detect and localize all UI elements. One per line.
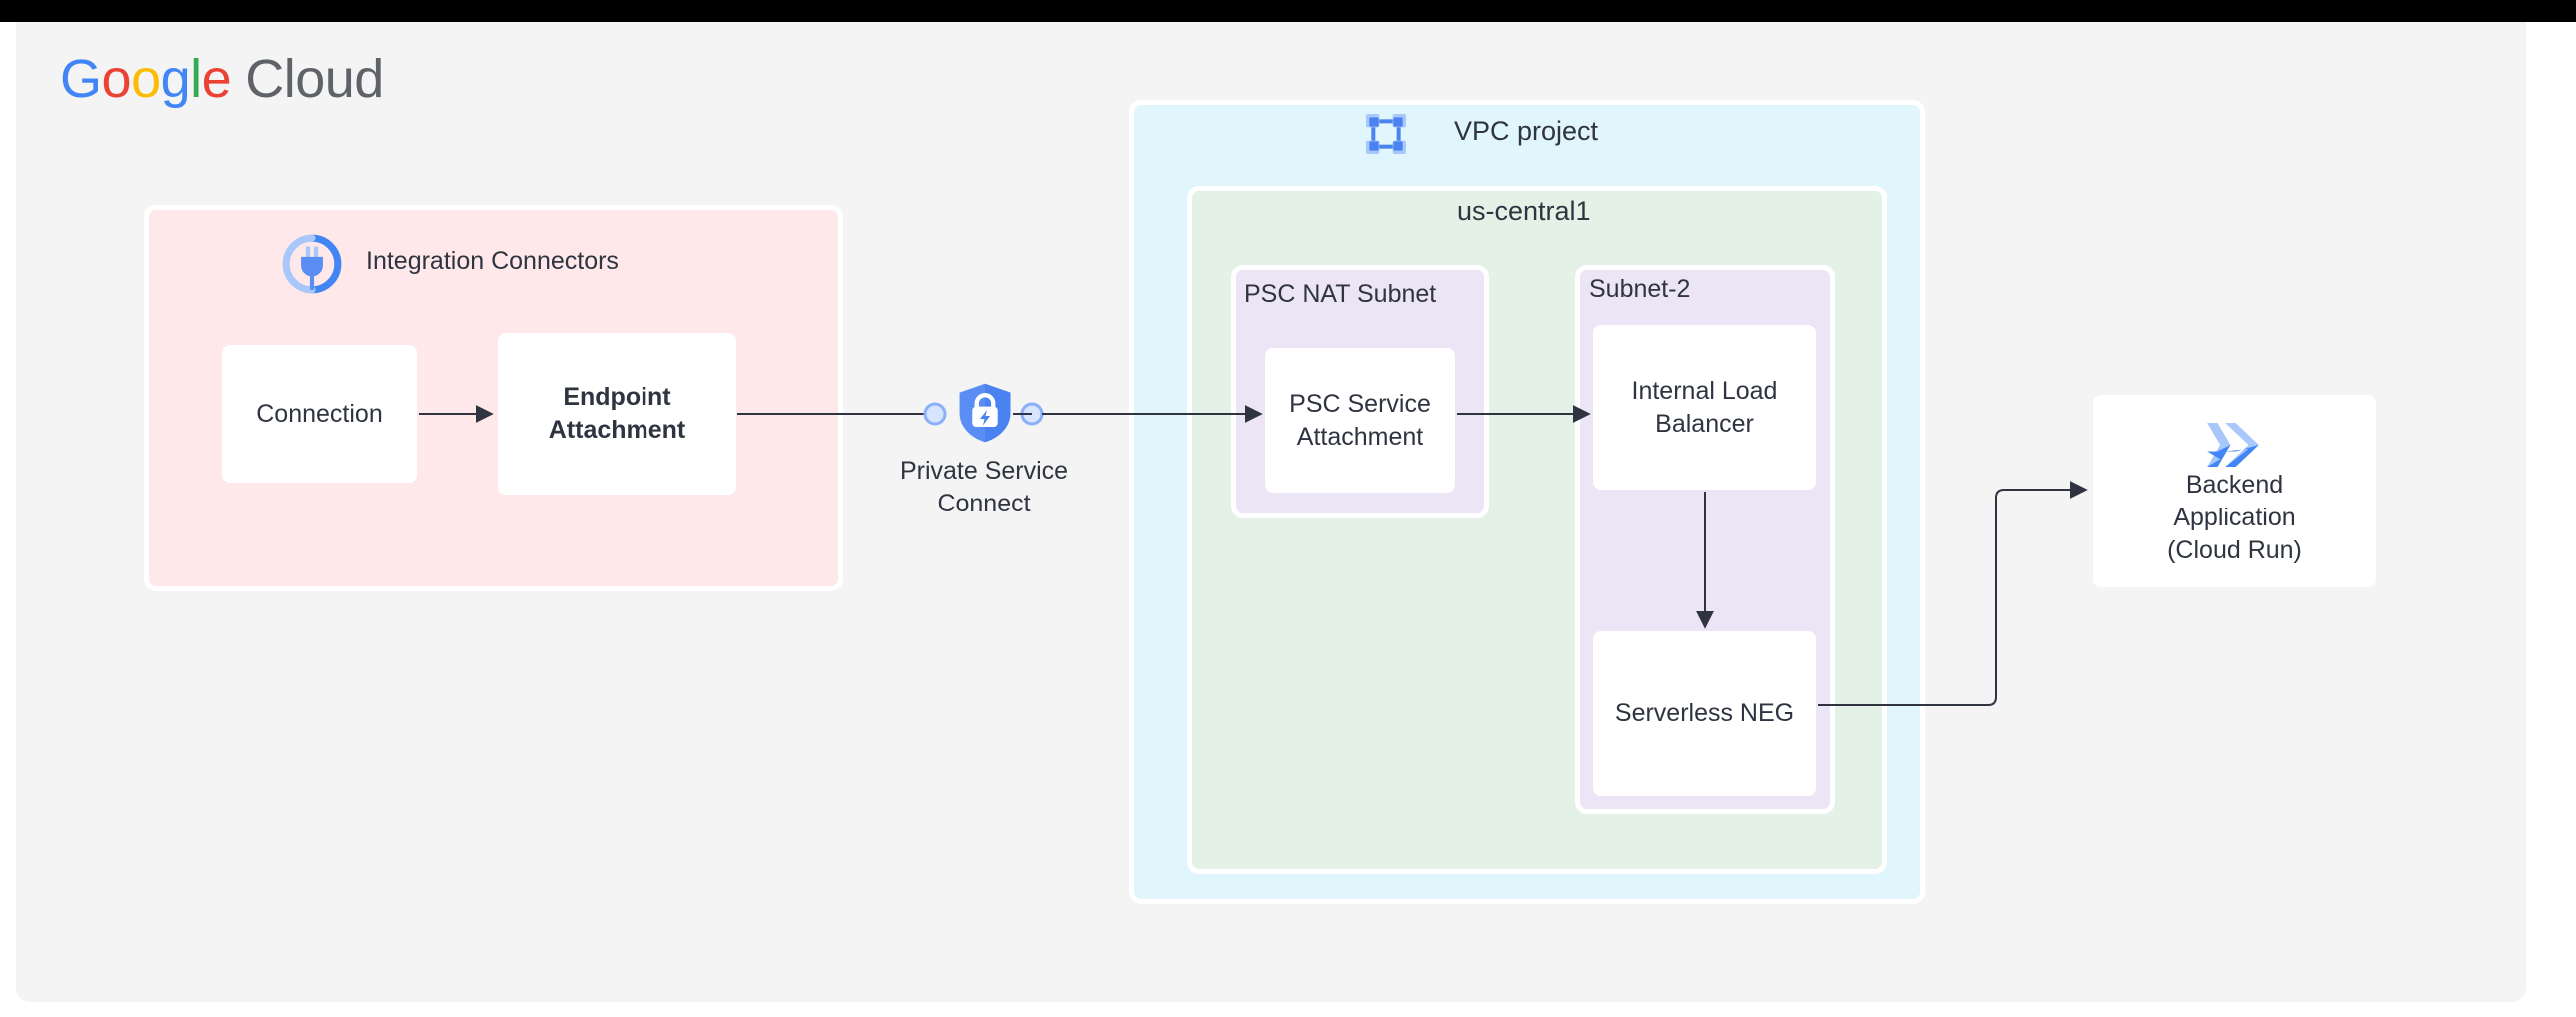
- node-endpoint-attachment-label: Endpoint Attachment: [548, 383, 686, 444]
- group-title-psc-nat-subnet: PSC NAT Subnet: [1244, 280, 1437, 308]
- node-psc-service-attachment-label: PSC Service Attachment: [1289, 389, 1431, 451]
- group-title-vpc-project: VPC project: [1454, 116, 1599, 146]
- node-internal-load-balancer[interactable]: Internal Load Balancer: [1593, 325, 1816, 490]
- logo-letter-g1: G: [60, 49, 102, 109]
- integration-connectors-icon: [281, 233, 343, 295]
- node-connection[interactable]: Connection: [222, 345, 417, 483]
- vpc-network-icon: [1362, 110, 1410, 158]
- node-backend-application-label: Backend Application (Cloud Run): [2167, 471, 2302, 564]
- group-title-region: us-central1: [1457, 196, 1591, 226]
- logo-letter-g2: g: [160, 49, 191, 109]
- node-connection-label: Connection: [256, 399, 383, 428]
- private-service-connect-shield-icon: [957, 382, 1013, 444]
- group-title-subnet-2: Subnet-2: [1589, 275, 1691, 303]
- logo-word-cloud: Cloud: [245, 49, 384, 109]
- group-title-integration-connectors: Integration Connectors: [366, 247, 619, 275]
- logo-letter-o2: o: [131, 49, 161, 109]
- node-internal-load-balancer-label: Internal Load Balancer: [1631, 376, 1778, 438]
- logo-letter-l: l: [190, 49, 202, 109]
- logo-letter-e: e: [201, 49, 232, 109]
- node-psc-service-attachment[interactable]: PSC Service Attachment: [1265, 348, 1455, 493]
- node-serverless-neg-label: Serverless NEG: [1614, 699, 1795, 727]
- label-private-service-connect: Private Service Connect: [899, 457, 1069, 517]
- node-serverless-neg[interactable]: Serverless NEG: [1593, 631, 1816, 796]
- cloud-run-icon: [2202, 420, 2264, 470]
- node-backend-application[interactable]: Backend Application (Cloud Run): [2093, 395, 2376, 587]
- node-endpoint-attachment[interactable]: Endpoint Attachment: [498, 333, 736, 495]
- top-black-band: [0, 0, 2576, 22]
- logo-letter-o1: o: [101, 49, 132, 109]
